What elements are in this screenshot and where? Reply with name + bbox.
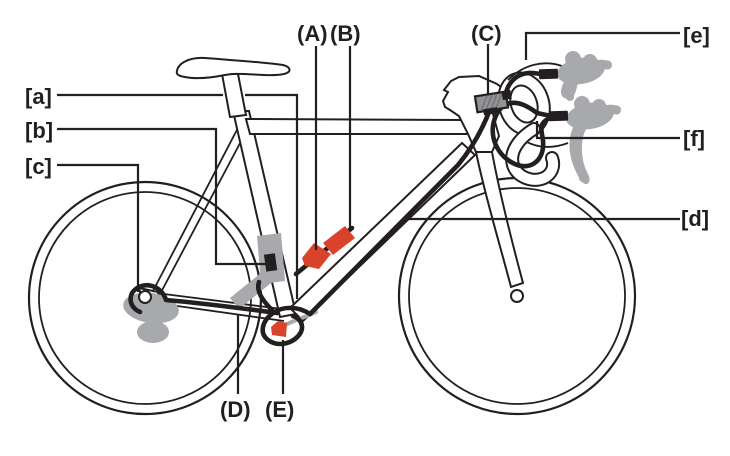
- handlebar: [497, 62, 569, 187]
- label-C: (C): [471, 21, 502, 46]
- cockpit-cable-2: [504, 100, 554, 119]
- rear-hub: [138, 290, 152, 304]
- label-c: [c]: [25, 154, 52, 179]
- label-b: [b]: [25, 118, 53, 143]
- label-B: (B): [330, 21, 361, 46]
- bike-illustration: [27, 51, 637, 416]
- battery-unit: [293, 225, 355, 277]
- leader-b: [57, 127, 267, 266]
- bottom-bracket-junction: [271, 321, 287, 337]
- down-tube: [288, 141, 477, 323]
- leader-c: [57, 163, 140, 292]
- left-shift-brake-lever: [566, 96, 621, 185]
- front-hub: [510, 289, 524, 303]
- bottom-bracket-loop: [260, 305, 313, 347]
- down-tube-cable: [307, 109, 492, 317]
- leader-a2: [245, 93, 299, 299]
- callout-labels: (A) (B) (C) [e] [a] [b] [c] [f] [d] (D) …: [25, 21, 710, 422]
- leader-lines: [57, 31, 680, 394]
- battery-part-A: [302, 243, 331, 269]
- battery-part-B: [323, 226, 355, 255]
- front-derailleur-cable: [255, 279, 275, 313]
- label-E: (E): [265, 397, 294, 422]
- front-derailleur: [230, 233, 285, 309]
- frame-tubes: [231, 110, 477, 323]
- chainstay-cable: [128, 282, 280, 316]
- label-f: [f]: [683, 126, 705, 151]
- label-D: (D): [220, 397, 251, 422]
- cockpit-cable-loop: [490, 105, 551, 169]
- top-tube: [244, 117, 472, 135]
- front-derailleur-connector: [263, 253, 278, 272]
- label-A: (A): [297, 21, 328, 46]
- label-a: [a]: [25, 84, 52, 109]
- stem-junction-box: [473, 89, 512, 116]
- right-lever-connector: [538, 68, 559, 80]
- leader-f: [535, 121, 680, 140]
- saddle: [175, 56, 291, 80]
- e-tube-cables: [128, 70, 554, 347]
- seatpost: [220, 73, 248, 119]
- right-shift-brake-lever: [557, 51, 612, 101]
- leader-e: [524, 31, 680, 60]
- label-e: [e]: [683, 23, 710, 48]
- label-d: [d]: [681, 206, 709, 231]
- left-lever-connector: [548, 110, 569, 122]
